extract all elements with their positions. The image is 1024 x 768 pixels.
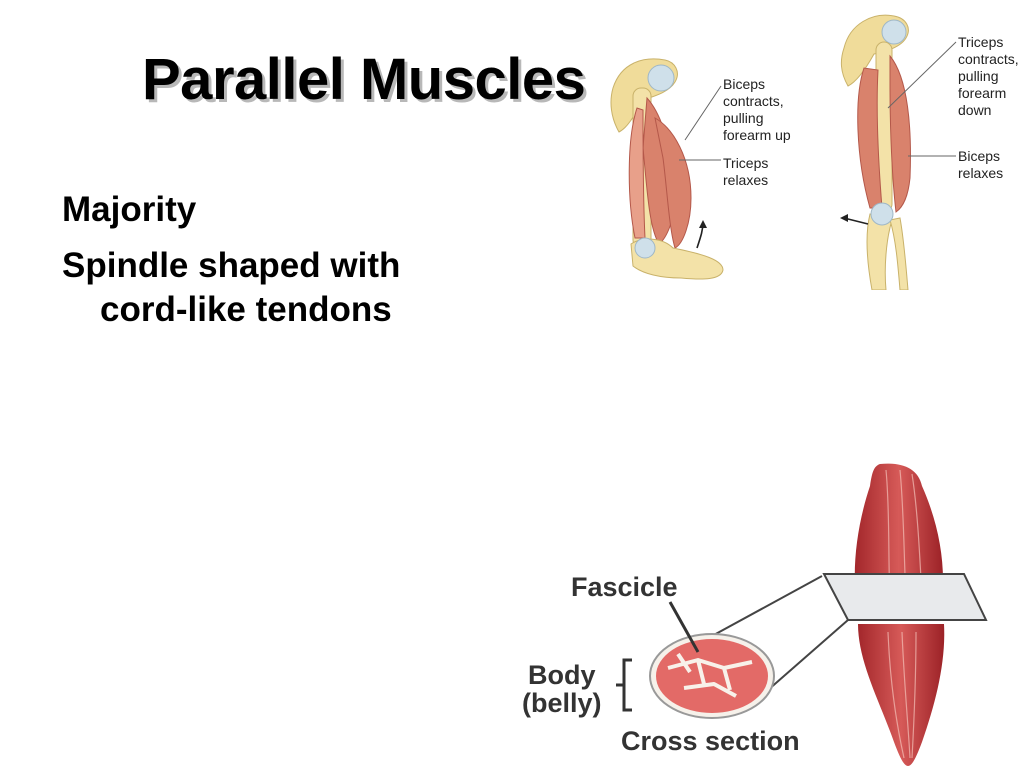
arm-flexion-drawing: Biceps contracts, pulling forearm up Tri… — [610, 58, 791, 280]
arm-extension-drawing: Triceps contracts, pulling forearm down … — [840, 14, 1019, 290]
label-fascicle: Fascicle — [571, 572, 678, 602]
label-belly: (belly) — [522, 688, 602, 718]
arm-flexion-illustration: Biceps contracts, pulling forearm up Tri… — [603, 48, 828, 290]
label-cross-section: Cross section — [621, 726, 800, 756]
slide-title: Parallel Muscles — [142, 47, 586, 112]
label-triceps-relaxes-1: Triceps — [723, 155, 768, 171]
label-biceps-contracts-1: Biceps — [723, 76, 765, 92]
label-biceps-contracts-2: contracts, — [723, 93, 784, 109]
label-triceps-contracts-2: contracts, — [958, 51, 1019, 67]
bullet-spindle: Spindle shaped with cord-like tendons — [62, 244, 502, 332]
label-biceps-contracts-3: pulling — [723, 110, 763, 126]
label-biceps-relaxes-2: relaxes — [958, 165, 1003, 181]
label-biceps-contracts-4: forearm up — [723, 127, 791, 143]
label-triceps-relaxes-2: relaxes — [723, 172, 768, 188]
label-triceps-contracts-3: pulling — [958, 68, 998, 84]
label-triceps-contracts-5: down — [958, 102, 991, 118]
label-triceps-contracts-4: forearm — [958, 85, 1006, 101]
muscle-cross-section-drawing: Fascicle Body (belly) Cross section — [522, 463, 988, 766]
label-biceps-relaxes-1: Biceps — [958, 148, 1000, 164]
bullet-list: Majority Spindle shaped with cord-like t… — [62, 188, 502, 344]
bullet-spindle-line1: Spindle shaped with — [62, 246, 401, 285]
arm-extension-illustration: Triceps contracts, pulling forearm down … — [834, 8, 1024, 290]
label-triceps-contracts-1: Triceps — [958, 34, 1003, 50]
bullet-spindle-line2: cord-like tendons — [100, 290, 392, 329]
bullet-majority: Majority — [62, 190, 197, 229]
label-body: Body — [528, 660, 596, 690]
muscle-cross-section-illustration: Fascicle Body (belly) Cross section — [518, 462, 1024, 768]
